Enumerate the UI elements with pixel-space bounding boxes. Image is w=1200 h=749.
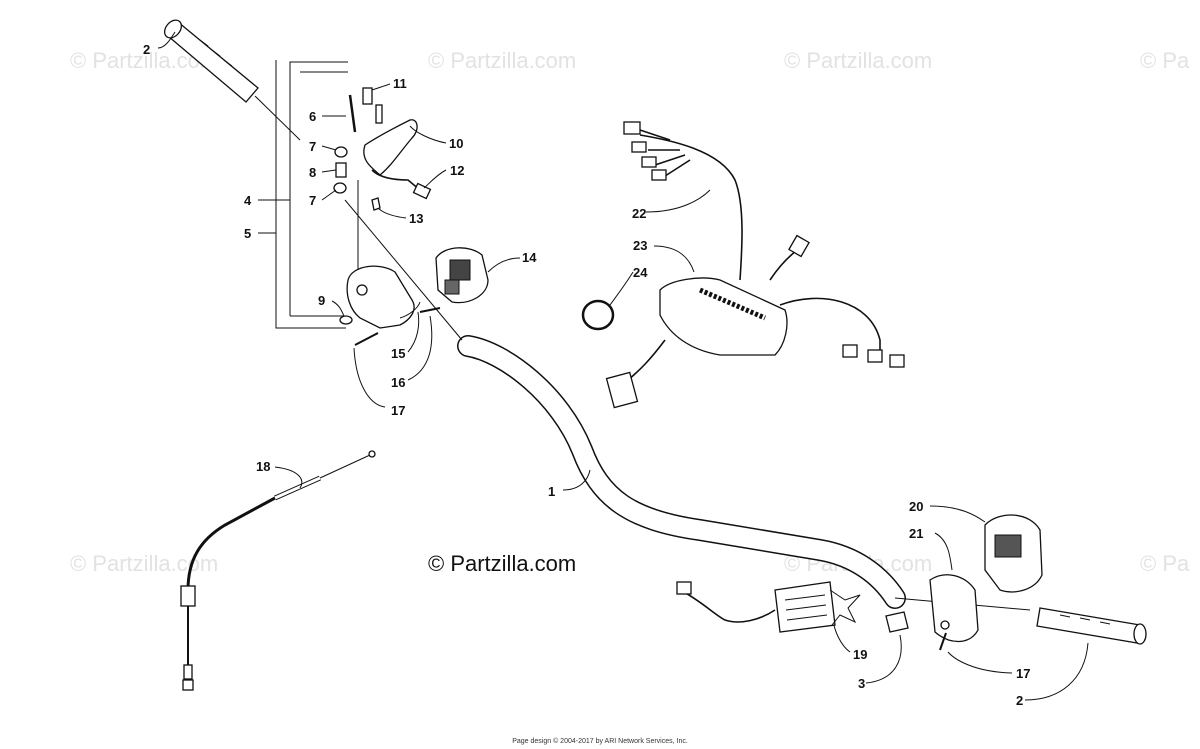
bracket-lines [258, 60, 348, 329]
left-switch-housing [339, 265, 441, 346]
callout-2: 2 [143, 42, 150, 57]
left-grip-part [163, 19, 301, 141]
callout-6: 6 [309, 109, 316, 124]
throttle-cable-part [180, 450, 376, 691]
callout-4: 4 [244, 193, 252, 208]
callout-7: 7 [309, 139, 316, 154]
callout-1: 1 [548, 484, 555, 499]
callout-22: 22 [632, 206, 646, 221]
leader-line [344, 199, 463, 341]
callout-7: 7 [309, 193, 316, 208]
watermark: © Partzilla.com [70, 551, 219, 576]
callout-20: 20 [909, 499, 923, 514]
callout-16: 16 [391, 375, 405, 390]
throttle-lever-assembly [333, 87, 432, 275]
callout-14: 14 [522, 250, 537, 265]
center-watermark: © Partzilla.com [428, 551, 577, 576]
heater-pad-assembly [676, 581, 909, 633]
wiring-harness [581, 121, 905, 409]
right-grip-part [1036, 607, 1147, 645]
switch-module-14 [435, 247, 489, 304]
watermark: © Pa [1140, 551, 1190, 576]
callout-17: 17 [391, 403, 405, 418]
callout-17: 17 [1016, 666, 1030, 681]
callout-12: 12 [450, 163, 464, 178]
callout-21: 21 [909, 526, 923, 541]
callout-19: 19 [853, 647, 867, 662]
watermark: © Partzilla.com [784, 48, 933, 73]
callout-3: 3 [858, 676, 865, 691]
watermark: © Partzilla.com [428, 48, 577, 73]
callout-11: 11 [393, 76, 407, 91]
callout-10: 10 [449, 136, 463, 151]
callout-2: 2 [1016, 693, 1023, 708]
leader-lines [157, 31, 1089, 701]
callout-13: 13 [409, 211, 423, 226]
callout-23: 23 [633, 238, 647, 253]
callout-15: 15 [391, 346, 405, 361]
page-footer: Page design © 2004-2017 by ARI Network S… [512, 738, 688, 745]
callout-8: 8 [309, 165, 316, 180]
callout-5: 5 [244, 226, 251, 241]
callout-24: 24 [633, 265, 648, 280]
callout-9: 9 [318, 293, 325, 308]
right-switch-housing [929, 514, 1043, 651]
callout-labels: 2 11 6 10 7 8 12 7 4 13 5 14 9 15 16 17 … [143, 42, 1030, 708]
callout-18: 18 [256, 459, 270, 474]
watermark: © Pa [1140, 48, 1190, 73]
